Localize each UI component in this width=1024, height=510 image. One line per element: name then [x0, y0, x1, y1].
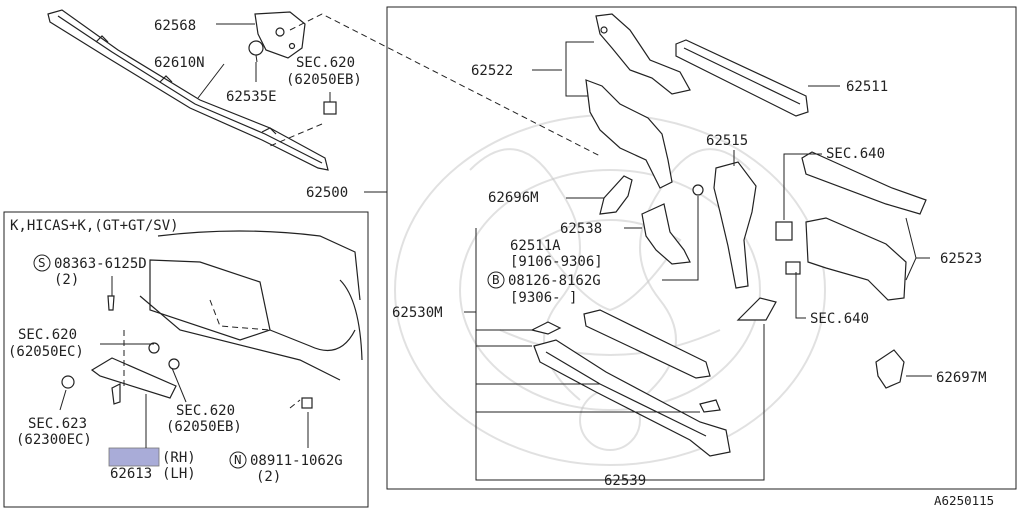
- screw-symbol-circle: [33, 254, 51, 272]
- label-62511: 62511: [846, 79, 888, 95]
- inset-title: K,HICAS+K,(GT+GT/SV): [10, 218, 179, 234]
- part-sec640-block: [775, 221, 801, 275]
- inset-clips: [61, 295, 313, 409]
- label-bolt-code: 08126-8162G: [508, 273, 601, 289]
- label-sec620-top: SEC.620: [296, 55, 355, 71]
- label-62613: 62613: [110, 466, 152, 482]
- part-sec620-clip-top: [323, 101, 337, 115]
- label-sec623-ref: (62300EC): [16, 432, 92, 448]
- inset-vehicle-outline: [139, 230, 363, 381]
- part-62613-corner-bracket: [90, 357, 177, 405]
- main-group-box: [386, 6, 1017, 490]
- part-62697m-bracket: [875, 349, 905, 389]
- label-62515: 62515: [706, 133, 748, 149]
- label-62530m: 62530M: [392, 305, 443, 321]
- label-62610n: 62610N: [154, 55, 205, 71]
- part-62511-member: [675, 39, 809, 117]
- label-sec640-top: SEC.640: [826, 146, 885, 162]
- label-62539: 62539: [604, 473, 646, 489]
- screw-symbol: S: [38, 255, 46, 270]
- inset-highlight-62613-rh: [108, 447, 160, 467]
- label-sec620-right-ref: (62050EB): [166, 419, 242, 435]
- part-62523-panel: [801, 151, 927, 301]
- leader-lines: [59, 23, 932, 481]
- label-sec620-right: SEC.620: [176, 403, 235, 419]
- nut-symbol: N: [234, 452, 242, 467]
- part-62530m-lower-member: [530, 297, 777, 379]
- label-62511a: 62511A: [510, 238, 561, 254]
- label-nut-qty: (2): [256, 469, 281, 485]
- label-62696m: 62696M: [488, 190, 539, 206]
- part-62610n-upper-rail: [47, 9, 329, 171]
- label-sec623: SEC.623: [28, 416, 87, 432]
- part-62522-bracket: [585, 13, 691, 189]
- part-62696m-bracket: [599, 175, 633, 215]
- label-screw-code: 08363-6125D: [54, 256, 147, 272]
- label-62697m: 62697M: [936, 370, 987, 386]
- dashed-reference-lines: [123, 13, 601, 409]
- bolt-symbol-circle: [487, 271, 505, 289]
- part-62515-stay: [692, 161, 757, 289]
- label-62511a-date: [9106-9306]: [510, 254, 603, 270]
- label-lh: (LH): [162, 466, 196, 482]
- label-62535e: 62535E: [226, 89, 277, 105]
- label-62500: 62500: [306, 185, 348, 201]
- label-nut-code: 08911-1062G: [250, 453, 343, 469]
- label-62568: 62568: [154, 18, 196, 34]
- label-sec620-top-ref: (62050EB): [286, 72, 362, 88]
- label-bolt-date: [9306- ]: [510, 290, 577, 306]
- label-screw-qty: (2): [54, 272, 79, 288]
- label-sec620-left: SEC.620: [18, 327, 77, 343]
- label-sec620-left-ref: (62050EC): [8, 344, 84, 360]
- label-62523: 62523: [940, 251, 982, 267]
- label-62538: 62538: [560, 221, 602, 237]
- inset-box: [3, 211, 369, 508]
- part-62535e-clip: [248, 40, 264, 63]
- part-62539-lower-support: [533, 339, 731, 457]
- label-rh: (RH): [162, 450, 196, 466]
- label-sec640-bottom: SEC.640: [810, 311, 869, 327]
- part-62538-bracket: [641, 203, 691, 265]
- nut-symbol-circle: [229, 451, 247, 469]
- bolt-symbol: B: [492, 272, 500, 287]
- diagram-id: A6250115: [934, 493, 994, 508]
- part-62568-bracket: [254, 11, 306, 59]
- label-62522: 62522: [471, 63, 513, 79]
